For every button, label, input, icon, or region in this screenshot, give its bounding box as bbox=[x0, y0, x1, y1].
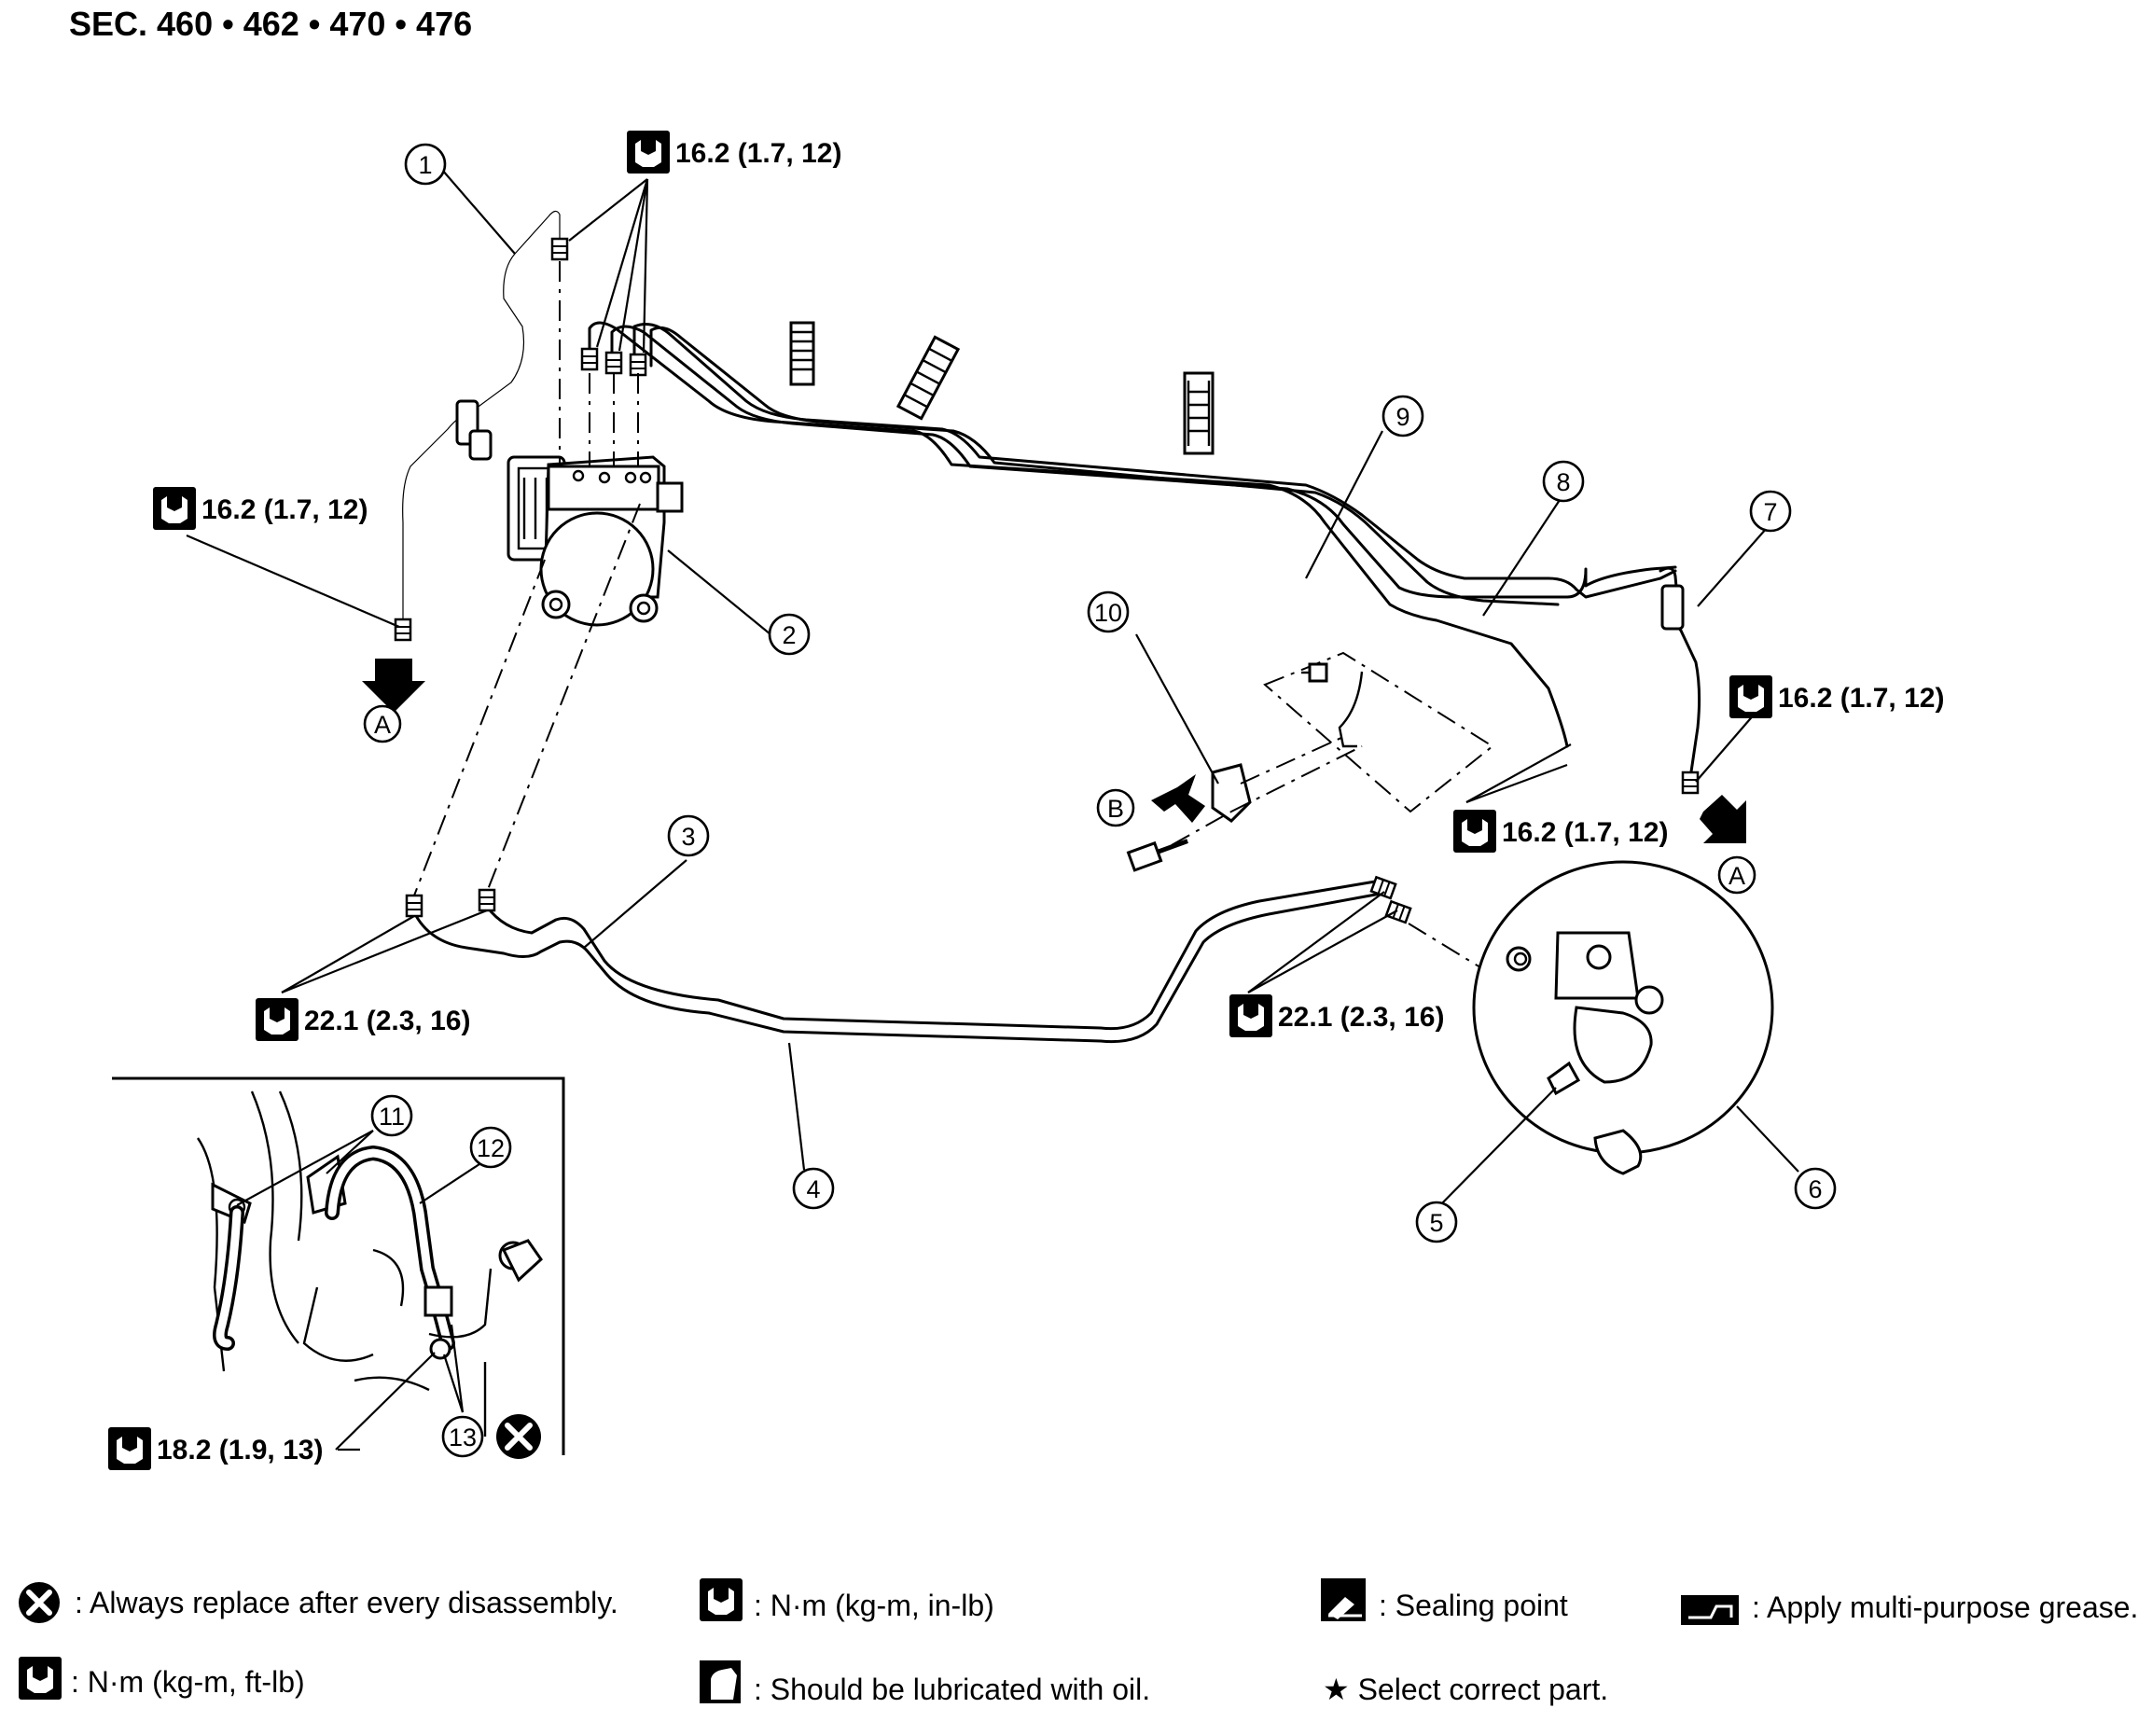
replace-x-icon bbox=[19, 1582, 60, 1623]
torque-wrench-icon bbox=[1453, 810, 1496, 853]
torque-wrench-icon bbox=[1729, 675, 1772, 718]
svg-text:: Should be lubricated with oi: : Should be lubricated with oil. bbox=[754, 1673, 1150, 1706]
callout-9: 9 bbox=[1381, 395, 1424, 437]
svg-text:: Always replace after every d: : Always replace after every disassembly… bbox=[75, 1586, 618, 1619]
callout-12: 12 bbox=[469, 1126, 512, 1169]
svg-text:16.2 (1.7, 12): 16.2 (1.7, 12) bbox=[201, 494, 368, 525]
legend-select: ★ Select correct part. bbox=[1323, 1673, 1608, 1706]
svg-text:A: A bbox=[374, 711, 391, 739]
svg-text:6: 6 bbox=[1808, 1175, 1822, 1203]
callout-10: 10 bbox=[1087, 590, 1130, 633]
torque-wrench-icon bbox=[1229, 994, 1272, 1037]
svg-text:18.2 (1.9, 13): 18.2 (1.9, 13) bbox=[157, 1435, 323, 1465]
svg-text:: Sealing point: : Sealing point bbox=[1379, 1589, 1568, 1622]
svg-text:5: 5 bbox=[1429, 1209, 1443, 1237]
callout-1: 1 bbox=[404, 143, 447, 186]
tube-clip-3 bbox=[1183, 371, 1215, 455]
oil-can-icon bbox=[700, 1660, 741, 1703]
svg-text:B: B bbox=[1107, 795, 1124, 823]
svg-text:: N·m (kg-m, ft-lb): : N·m (kg-m, ft-lb) bbox=[71, 1665, 305, 1699]
arrow-a-right bbox=[1700, 795, 1746, 843]
legend-oil: : Should be lubricated with oil. bbox=[700, 1660, 1150, 1706]
svg-text:13: 13 bbox=[449, 1424, 477, 1451]
svg-text:: Apply multi-purpose grease.: : Apply multi-purpose grease. bbox=[1752, 1590, 2138, 1624]
torque-label-top: 16.2 (1.7, 12) bbox=[627, 131, 841, 174]
arrow-a-left bbox=[362, 659, 425, 713]
callout-2: 2 bbox=[768, 613, 811, 656]
callout-11: 11 bbox=[370, 1094, 413, 1137]
svg-text:10: 10 bbox=[1094, 599, 1122, 627]
callout-13: 13 bbox=[441, 1415, 484, 1458]
svg-text:11: 11 bbox=[379, 1103, 405, 1131]
arrow-label-a-right: A bbox=[1717, 855, 1756, 895]
legend-nm-inlb: : N·m (kg-m, in-lb) bbox=[700, 1578, 994, 1622]
grease-icon bbox=[1681, 1595, 1739, 1625]
brake-booster bbox=[1472, 860, 1774, 1175]
svg-text:2: 2 bbox=[782, 621, 796, 649]
svg-text:12: 12 bbox=[477, 1134, 505, 1162]
replace-x-icon bbox=[496, 1414, 541, 1459]
callout-4: 4 bbox=[792, 1167, 835, 1210]
svg-text:22.1 (2.3, 16): 22.1 (2.3, 16) bbox=[304, 1006, 470, 1036]
arrow-label-b: B bbox=[1096, 788, 1135, 827]
svg-text:4: 4 bbox=[806, 1175, 820, 1203]
torque-wrench-icon bbox=[108, 1427, 151, 1470]
tube-clip-1 bbox=[789, 321, 815, 386]
torque-wrench-icon bbox=[700, 1578, 743, 1621]
legend-nm-ftlb: : N·m (kg-m, ft-lb) bbox=[19, 1657, 305, 1700]
svg-text:16.2 (1.7, 12): 16.2 (1.7, 12) bbox=[675, 138, 841, 169]
brake-tube-1 bbox=[394, 209, 569, 642]
section-header: SEC. 460 • 462 • 470 • 476 bbox=[69, 5, 472, 43]
svg-text:3: 3 bbox=[681, 823, 695, 851]
legend-replace: : Always replace after every disassembly… bbox=[19, 1582, 618, 1623]
svg-text:: N·m (kg-m, in-lb): : N·m (kg-m, in-lb) bbox=[754, 1589, 994, 1622]
arrow-label-a-left: A bbox=[363, 704, 402, 743]
torque-label-mid: 16.2 (1.7, 12) bbox=[1453, 810, 1668, 853]
svg-text:22.1 (2.3, 16): 22.1 (2.3, 16) bbox=[1278, 1002, 1444, 1033]
torque-label-inset: 18.2 (1.9, 13) bbox=[108, 1427, 323, 1470]
torque-label-left: 16.2 (1.7, 12) bbox=[153, 487, 368, 530]
callout-8: 8 bbox=[1542, 460, 1585, 503]
torque-label-bottom-right: 22.1 (2.3, 16) bbox=[1229, 994, 1444, 1037]
callout-3: 3 bbox=[667, 814, 710, 857]
tube-clip-2 bbox=[896, 335, 961, 421]
leader-lines bbox=[186, 169, 1799, 1451]
torque-label-right: 16.2 (1.7, 12) bbox=[1729, 675, 1944, 718]
arrow-b bbox=[1151, 774, 1205, 823]
svg-text:A: A bbox=[1729, 862, 1745, 890]
callout-7: 7 bbox=[1749, 490, 1792, 533]
legend: : Always replace after every disassembly… bbox=[19, 1578, 2138, 1706]
torque-wrench-icon bbox=[153, 487, 196, 530]
svg-text:7: 7 bbox=[1763, 498, 1777, 526]
torque-wrench-icon bbox=[19, 1657, 62, 1700]
inset-detail bbox=[112, 1076, 565, 1455]
svg-text:8: 8 bbox=[1556, 468, 1570, 496]
brake-tube-3-4 bbox=[405, 876, 1412, 1044]
svg-text:9: 9 bbox=[1395, 403, 1409, 431]
callout-5: 5 bbox=[1415, 1201, 1458, 1243]
bracket-assembly bbox=[1126, 651, 1494, 872]
torque-label-bottom-left: 22.1 (2.3, 16) bbox=[256, 998, 470, 1041]
callout-6: 6 bbox=[1794, 1167, 1837, 1210]
torque-wrench-icon bbox=[627, 131, 670, 174]
legend-grease: : Apply multi-purpose grease. bbox=[1681, 1590, 2138, 1625]
torque-wrench-icon bbox=[256, 998, 299, 1041]
svg-text:16.2 (1.7, 12): 16.2 (1.7, 12) bbox=[1502, 817, 1668, 848]
brake-tube-7 bbox=[1659, 566, 1701, 795]
svg-text:16.2 (1.7, 12): 16.2 (1.7, 12) bbox=[1778, 683, 1944, 714]
sealing-point-icon bbox=[1321, 1578, 1366, 1621]
brake-tube-bundle bbox=[580, 321, 1677, 748]
legend-sealing: : Sealing point bbox=[1321, 1578, 1568, 1622]
svg-text:1: 1 bbox=[418, 151, 432, 179]
svg-text:★ Select correct part.: ★ Select correct part. bbox=[1323, 1673, 1608, 1706]
abs-actuator bbox=[507, 455, 684, 627]
